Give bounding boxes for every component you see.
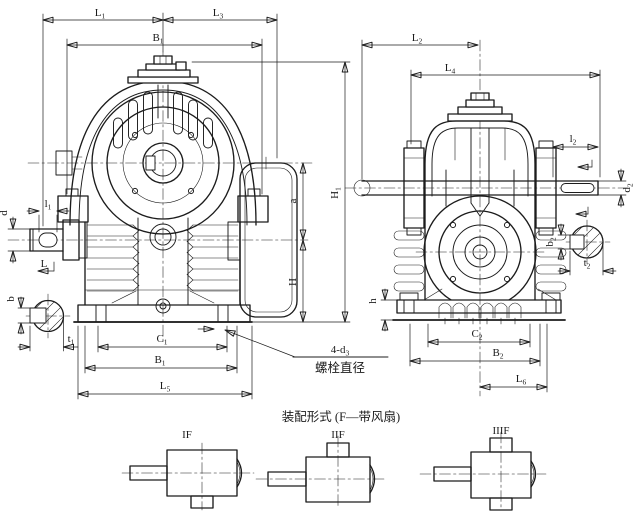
dim-l2: l2	[552, 133, 599, 178]
dim-label-h: h	[367, 298, 379, 304]
front-cooling-fin-slots	[113, 91, 213, 149]
dim-t1: t1	[17, 317, 79, 352]
fan-bump-icon	[530, 460, 537, 488]
dim-label-L2: L2	[412, 32, 423, 46]
dim-L6: L6	[479, 323, 548, 393]
section-cut-icon	[575, 159, 593, 218]
dim-label-a: a	[287, 198, 299, 203]
side-bottom-fins	[438, 302, 522, 325]
assembly-variant-IIF: IIF	[255, 429, 385, 509]
dim-label-L: L	[41, 258, 48, 270]
assembly-variant-IF: IF	[121, 429, 255, 511]
side-key-section	[569, 225, 604, 259]
front-bearing-cover	[91, 91, 235, 235]
side-body	[424, 195, 536, 301]
dim-b2: b2	[544, 223, 571, 261]
front-side-fins	[86, 224, 239, 292]
front-oil-plugs	[149, 223, 177, 314]
variant-label-IIF: IIF	[331, 429, 344, 441]
dim-label-t2: t2	[584, 257, 591, 271]
dim-label-L4: L4	[445, 62, 456, 76]
dim-L1: L1	[42, 7, 164, 227]
dim-label-t1: t1	[68, 333, 75, 347]
variant-label-IF: IF	[182, 429, 192, 441]
side-base	[392, 288, 566, 325]
callout-bolt-text: 螺栓直径	[315, 360, 365, 375]
dim-B2: B2	[409, 323, 541, 367]
assembly-caption: 装配形式 (F—带风扇)	[282, 409, 400, 424]
front-key-section	[25, 293, 71, 339]
callout-bolt-count: 4-d3	[331, 344, 350, 358]
dim-B1-top: B1	[66, 32, 263, 195]
dim-label-B1-top: B1	[152, 32, 163, 46]
assembly-variants: 装配形式 (F—带风扇) IF IIF IIIF	[121, 409, 547, 511]
front-vent-cap	[127, 55, 199, 119]
variant-label-IIIF: IIIF	[492, 425, 509, 437]
dim-label-d2: d2	[621, 183, 635, 193]
dim-C1: C1	[97, 325, 228, 353]
dim-label-B2: B2	[492, 347, 503, 361]
side-fins	[393, 230, 567, 292]
front-dome-housing	[55, 80, 269, 226]
front-centerlines	[7, 51, 313, 343]
dim-label-L1: L1	[95, 7, 106, 21]
side-dimensions: L2 L4 l2 d2 b2	[361, 32, 635, 393]
dim-a: a	[287, 162, 307, 241]
dim-C2: C2	[427, 323, 531, 348]
side-vent-cap	[447, 92, 513, 122]
dim-h: h	[367, 288, 398, 332]
fan-bump-icon	[236, 458, 243, 488]
front-body-and-base	[73, 217, 253, 323]
front-dimensions: L1 L3 B1 d l1 L	[0, 7, 389, 400]
front-view	[7, 51, 313, 343]
side-output-shaft	[353, 140, 599, 236]
dim-label-L3: L3	[213, 7, 224, 21]
dim-l1: l1	[26, 198, 70, 233]
dim-label-b2: b2	[544, 237, 558, 247]
fan-bump-icon	[369, 464, 376, 494]
side-view	[344, 39, 629, 397]
dim-label-l1: l1	[45, 198, 52, 212]
dim-d: d	[0, 210, 31, 264]
dim-label-b: b	[5, 296, 17, 302]
front-fan-cover	[239, 162, 298, 318]
front-worm-shaft	[29, 219, 241, 261]
dim-B1-bottom: B1	[84, 325, 238, 374]
dim-L2: L2	[361, 32, 479, 180]
dim-L-mark: L	[37, 258, 55, 275]
dim-L5: L5	[77, 325, 253, 400]
dim-H: H	[287, 239, 307, 323]
dim-label-d: d	[0, 210, 10, 216]
assembly-variant-IIIF: IIIF	[419, 425, 547, 511]
dim-label-l2: l2	[570, 133, 577, 147]
dim-label-H1: H1	[329, 187, 343, 199]
dim-label-L6: L6	[516, 373, 527, 387]
dim-L3: L3	[162, 7, 278, 159]
dim-label-L5: L5	[160, 380, 171, 394]
dim-label-C1: C1	[156, 333, 167, 347]
dim-H1: H1	[191, 61, 351, 323]
dim-L4: L4	[410, 62, 601, 178]
dim-t2: t2	[557, 245, 617, 276]
dim-label-H: H	[287, 278, 299, 286]
dim-b: b	[5, 296, 31, 335]
side-bell-housing	[424, 120, 536, 217]
dim-d2: d2	[597, 168, 635, 208]
bolt-callout: 4-d3 螺栓直径	[197, 325, 389, 375]
dim-label-B1-bottom: B1	[154, 354, 165, 368]
dim-label-C2: C2	[471, 328, 482, 342]
